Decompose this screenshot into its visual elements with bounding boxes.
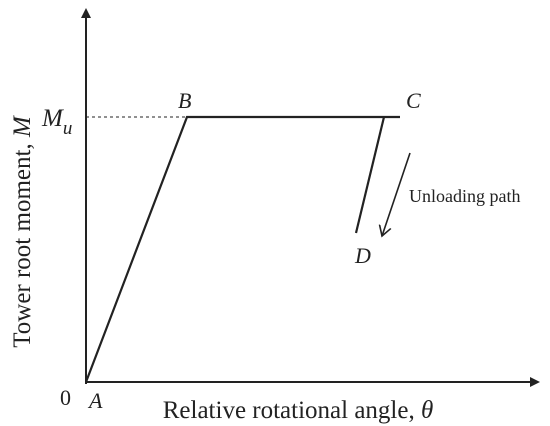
x-axis-label: Relative rotational angle, θ <box>163 397 434 424</box>
unloading-segment <box>354 116 386 234</box>
unloading-path-label: Unloading path <box>409 186 520 206</box>
point-c-label: C <box>406 88 421 113</box>
origin-label: 0 <box>60 385 71 410</box>
point-d-label: D <box>354 243 371 268</box>
point-b-label: B <box>178 88 191 113</box>
unloading-arrow <box>382 152 411 236</box>
y-axis-label: Tower root moment, M <box>9 115 36 348</box>
mu-label: Mu <box>41 105 72 139</box>
loading-curve <box>84 115 400 383</box>
point-a-label: A <box>87 388 103 413</box>
